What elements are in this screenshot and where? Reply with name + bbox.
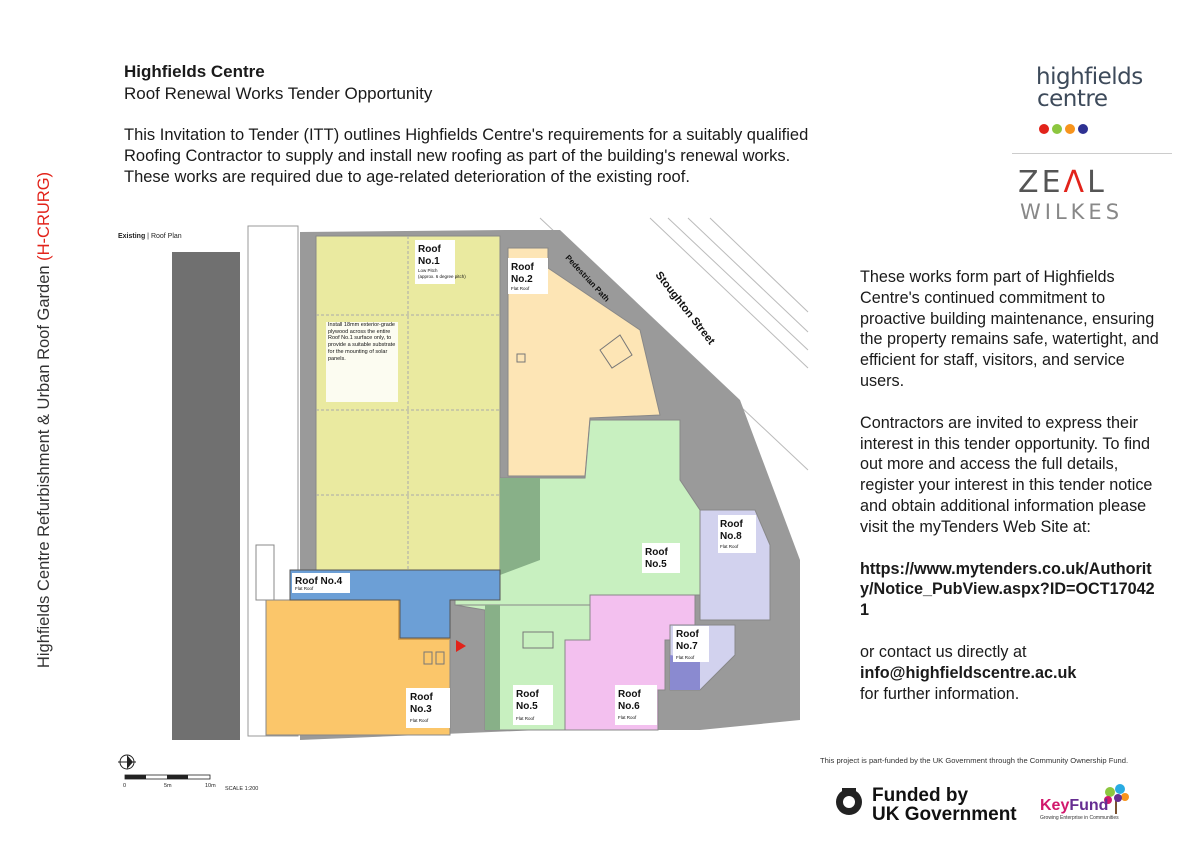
contact-suffix: for further information. xyxy=(860,684,1020,703)
invitation-paragraph: Contractors are invited to express their… xyxy=(860,413,1153,536)
scale-0-label: 0 xyxy=(123,783,126,789)
plywood-note-box xyxy=(326,322,398,402)
intro-paragraph: This Invitation to Tender (ITT) outlines… xyxy=(124,126,809,186)
roof-5a-number: No.5 xyxy=(645,559,667,570)
roof-5b-number: No.5 xyxy=(516,701,538,712)
roof-2-vent xyxy=(516,353,526,363)
page-subtitle: Roof Renewal Works Tender Opportunity xyxy=(124,84,433,103)
keyfund-fund-text: Fund xyxy=(1069,797,1109,814)
royal-crest-icon xyxy=(836,788,862,815)
tender-info-column: These works form part of Highfields Cent… xyxy=(860,267,1160,704)
roof-3-label-box xyxy=(406,688,450,728)
roof-6-label-box xyxy=(615,685,657,725)
highfields-logo-line1: highfields xyxy=(1036,64,1143,90)
roof-5b-label: Roof xyxy=(516,689,539,700)
wilkes-logo: WILKES xyxy=(1020,200,1124,224)
roof-7-label: Roof xyxy=(676,629,699,640)
roof-7-label-box xyxy=(673,626,709,662)
roof-1-number: No.1 xyxy=(418,256,440,267)
roof-3-vent xyxy=(423,651,433,665)
roof-3-number: No.3 xyxy=(410,704,432,715)
roof-6-sublabel: Flat Roof xyxy=(618,715,637,720)
commitment-paragraph: These works form part of Highfields Cent… xyxy=(860,268,1159,390)
roof-5b-label-box xyxy=(513,685,553,725)
plan-label: Existing | Roof Plan xyxy=(118,233,182,240)
roof-2 xyxy=(507,247,661,477)
roof-6-number: No.6 xyxy=(618,701,640,712)
zeal-letter-e: E xyxy=(1041,165,1064,200)
keyfund-logo: KeyFund xyxy=(1040,797,1108,815)
roof-3-label: Roof xyxy=(410,692,433,703)
roof-5b-sublabel: Flat Roof xyxy=(516,716,535,721)
roof-5-unit xyxy=(522,631,554,649)
funding-note: This project is part-funded by the UK Go… xyxy=(820,756,1129,765)
roof-5-shadow xyxy=(500,478,540,575)
roof-4-sublabel: Flat Roof xyxy=(295,586,314,591)
highfields-logo: highfields centre xyxy=(1036,64,1146,112)
roof-1-pitch: (approx. 6 degree pitch) xyxy=(418,274,466,279)
zeal-logo: ZEΛL xyxy=(1018,165,1107,200)
roof-4-label-box xyxy=(292,573,350,593)
roof-2-hatch xyxy=(599,334,633,369)
roof-1-label: Roof xyxy=(418,244,441,255)
highfields-logo-dots xyxy=(1039,121,1091,139)
logo-dot-red xyxy=(1039,124,1049,134)
roof-6-label: Roof xyxy=(618,689,641,700)
roof-8-label: Roof xyxy=(720,519,743,530)
scale-ratio-label: SCALE 1:200 xyxy=(225,786,258,792)
roof-plan-drawing: Existing | Roof Plan xyxy=(118,217,809,792)
uk-government-text: UK Government xyxy=(872,804,1017,825)
contact-prefix: or contact us directly at xyxy=(860,642,1027,661)
page-title: Highfields Centre xyxy=(124,62,265,81)
mytenders-link[interactable]: https://www.mytenders.co.uk/Authority/No… xyxy=(860,559,1155,620)
uk-government-logo: Funded by UK Government xyxy=(872,786,1017,824)
roof-8-label-box xyxy=(718,515,756,553)
entrance-marker xyxy=(456,640,466,652)
funded-by-text: Funded by xyxy=(872,785,969,806)
zeal-letter-l: L xyxy=(1087,165,1107,200)
roof-2-sublabel: Flat Roof xyxy=(511,286,530,291)
keyfund-tree-icon xyxy=(1104,784,1129,814)
roof-8-sublabel: Flat Roof xyxy=(720,544,739,549)
roof-3-vent xyxy=(435,651,445,665)
logo-dot-green xyxy=(1052,124,1062,134)
roof-2-label: Roof xyxy=(511,262,534,273)
roof-2-label-box xyxy=(508,258,548,294)
logo-divider xyxy=(1012,153,1172,154)
adjacent-building xyxy=(172,252,240,740)
plywood-note: Install 18mm exterior-grade plywood acro… xyxy=(328,322,395,362)
zeal-letter-z: Z xyxy=(1018,165,1042,200)
zeal-triangle: Λ xyxy=(1063,165,1088,200)
roof-5a-label: Roof xyxy=(645,547,668,558)
sidebar-project-code: (H-CRURG) xyxy=(35,171,53,261)
roof-5a-label-box xyxy=(642,543,680,573)
sidebar-title-text: Highfields Centre Refurbishment & Urban … xyxy=(35,260,53,669)
scale-5-label: 5m xyxy=(164,783,172,789)
left-boundary xyxy=(247,225,299,737)
roof-5-lower-shadow xyxy=(485,605,500,730)
project-sidebar-title: Highfields Centre Refurbishment & Urban … xyxy=(29,50,59,790)
roof-1-sublabel: Low Pitch xyxy=(418,268,438,273)
keyfund-tagline: Growing Enterprise in Communities xyxy=(1040,815,1119,821)
roof-7 xyxy=(670,655,700,690)
roof-1-label-box xyxy=(415,240,455,284)
logo-dot-blue xyxy=(1078,124,1088,134)
stairs xyxy=(255,544,275,601)
scale-bar xyxy=(124,774,211,780)
roof-2-number: No.2 xyxy=(511,274,533,285)
roof-7-number: No.7 xyxy=(676,641,698,652)
north-arrow-icon xyxy=(118,754,136,770)
scale-10-label: 10m xyxy=(205,783,216,789)
logo-dot-orange xyxy=(1065,124,1075,134)
roof-7-sublabel: Flat Roof xyxy=(676,655,695,660)
roof-8-number: No.8 xyxy=(720,531,742,542)
roof-4-label: Roof No.4 xyxy=(295,576,343,587)
keyfund-key-text: Key xyxy=(1040,797,1070,814)
roof-3-sublabel: Flat Roof xyxy=(410,718,429,723)
highfields-logo-line2: centre xyxy=(1037,86,1108,112)
contact-email-link[interactable]: info@highfieldscentre.ac.uk xyxy=(860,663,1077,682)
